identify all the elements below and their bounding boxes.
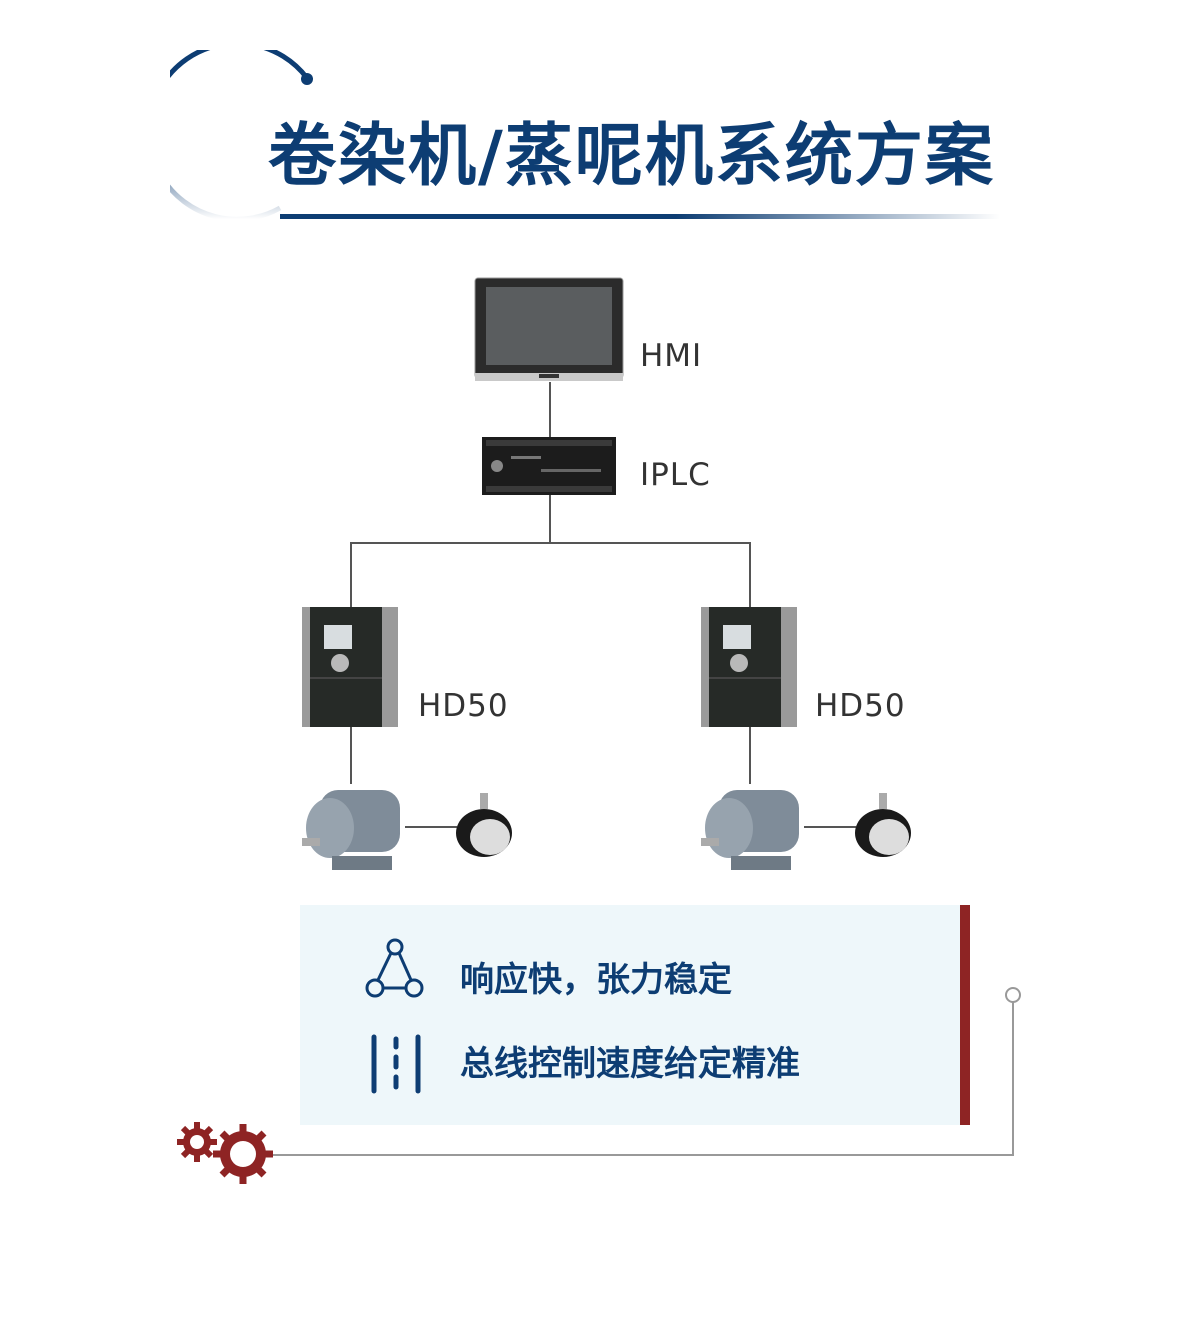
bus-left-drop xyxy=(350,542,352,608)
motor-left-image xyxy=(302,790,400,870)
bus-lines-icon xyxy=(371,1034,421,1094)
drive-left-label: HD50 xyxy=(418,688,509,724)
feature-text-1: 响应快，张力稳定 xyxy=(460,960,732,1000)
drive-left-image xyxy=(302,607,398,727)
bus-line xyxy=(350,542,751,544)
gears-icon xyxy=(177,1122,273,1184)
plc-label: IPLC xyxy=(640,457,711,493)
drive-right-image xyxy=(701,607,797,727)
feature-text-2: 总线控制速度给定精准 xyxy=(460,1044,800,1084)
hmi-label: HMI xyxy=(640,338,703,374)
encoder-left-image xyxy=(456,793,512,857)
title-arc-decoration xyxy=(170,50,313,220)
drive-motor-link-left xyxy=(350,726,352,784)
panel-accent-bar xyxy=(960,905,970,1125)
drive-motor-link-right xyxy=(749,726,751,784)
page-title: 卷染机/蒸呢机系统方案 xyxy=(268,117,995,196)
feature-panel xyxy=(300,905,960,1125)
title-underline xyxy=(280,214,1000,219)
hmi-device-image xyxy=(474,277,624,381)
plc-bus-link xyxy=(549,494,551,544)
motor-encoder-link-right xyxy=(804,826,856,828)
plc-device-image xyxy=(482,437,616,495)
network-triangle-icon xyxy=(365,938,424,998)
encoder-right-image xyxy=(855,793,911,857)
hmi-plc-link xyxy=(549,382,551,438)
bus-right-drop xyxy=(749,542,751,608)
motor-right-image xyxy=(701,790,799,870)
circuit-decoration xyxy=(177,987,1021,1184)
drive-right-label: HD50 xyxy=(815,688,906,724)
motor-encoder-link-left xyxy=(405,826,457,828)
